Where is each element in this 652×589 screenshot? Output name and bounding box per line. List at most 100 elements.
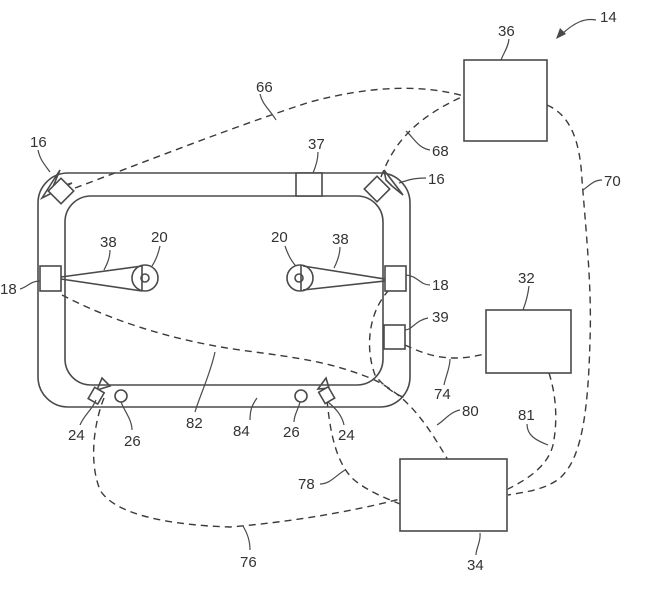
label-80: 80 <box>462 403 479 420</box>
leader-39 <box>404 317 429 331</box>
label-84: 84 <box>233 423 250 440</box>
mirror-sensor-left-body <box>47 177 75 205</box>
leader-68 <box>405 130 431 151</box>
leader-24-left <box>79 399 97 426</box>
label-18-right: 18 <box>432 277 449 294</box>
leader-20-right <box>284 245 297 267</box>
leader-74 <box>443 358 451 386</box>
label-74: 74 <box>434 386 451 403</box>
leader-16-right <box>398 177 427 184</box>
label-24-left: 24 <box>68 427 85 444</box>
lower-sensor-left <box>87 376 112 406</box>
leader-37 <box>312 151 319 174</box>
vehicle-frame <box>37 172 411 408</box>
link-81 <box>507 372 557 490</box>
label-32: 32 <box>518 270 535 287</box>
link-68 <box>380 95 465 178</box>
leader-26-right <box>293 401 301 423</box>
label-38-left: 38 <box>100 234 117 251</box>
leader-36 <box>500 38 510 61</box>
link-66 <box>74 87 465 189</box>
label-18-left: 18 <box>0 281 17 298</box>
reference-labels: 36 32 34 37 16 16 18 18 39 20 20 38 38 6… <box>0 23 621 574</box>
label-16-right: 16 <box>428 171 445 188</box>
figure-reference: 14 <box>556 9 617 39</box>
link-76 <box>92 397 401 528</box>
label-36: 36 <box>498 23 515 40</box>
label-68: 68 <box>432 143 449 160</box>
link-70 <box>507 104 592 496</box>
label-66: 66 <box>256 79 273 96</box>
controller-36 <box>463 59 548 142</box>
label-38-right: 38 <box>332 231 349 248</box>
label-26-right: 26 <box>283 424 300 441</box>
link-80 <box>61 294 449 461</box>
side-sensor-right <box>384 265 407 292</box>
leader-16-left <box>37 149 51 173</box>
figure-ref-label: 14 <box>600 9 617 26</box>
frame-inner <box>64 195 384 386</box>
wheel-assembly-right <box>286 264 386 292</box>
leader-38-left <box>103 249 111 271</box>
wheel-assembly-left <box>60 264 159 292</box>
arrow-head-icon <box>556 28 566 39</box>
label-81: 81 <box>518 407 535 424</box>
label-78: 78 <box>298 476 315 493</box>
lower-sensor-right <box>316 376 336 405</box>
lower-sensor-right-cone <box>316 376 331 390</box>
leader-82 <box>194 351 216 413</box>
leader-70 <box>582 179 603 191</box>
label-16-left: 16 <box>30 134 47 151</box>
leader-78 <box>319 469 346 485</box>
label-26-left: 26 <box>124 433 141 450</box>
controller-32 <box>485 309 572 374</box>
wheel-left-hub <box>140 273 150 283</box>
controller-34 <box>399 458 508 532</box>
roller-right <box>294 389 308 403</box>
leader-18-right <box>405 274 431 286</box>
lower-sensor-left-cone <box>95 376 112 392</box>
label-70: 70 <box>604 173 621 190</box>
label-37: 37 <box>308 136 325 153</box>
frame-outer <box>37 172 411 408</box>
wheel-right-hub <box>294 273 304 283</box>
wheel-right <box>286 264 314 292</box>
wheel-left <box>131 264 159 292</box>
label-20-left: 20 <box>151 229 168 246</box>
leader-80 <box>436 409 461 426</box>
leader-26-left <box>120 401 133 431</box>
leader-66 <box>259 93 277 121</box>
roller-left <box>114 389 128 403</box>
leader-38-right <box>333 246 341 269</box>
link-78-lower <box>326 399 401 505</box>
leader-32 <box>522 285 530 311</box>
label-76: 76 <box>240 554 257 571</box>
figure-arrow <box>561 18 597 35</box>
link-78 <box>368 289 406 399</box>
side-sensor-left <box>39 265 62 292</box>
lower-sensor-left-body <box>87 386 106 406</box>
door-sensor <box>383 324 406 350</box>
link-74 <box>404 344 487 359</box>
linkage-left <box>60 265 143 292</box>
label-20-right: 20 <box>271 229 288 246</box>
mirror-sensor-left <box>39 169 75 205</box>
leader-lines <box>19 38 603 556</box>
label-82: 82 <box>186 415 203 432</box>
linkage-right <box>302 265 386 291</box>
leader-34 <box>475 532 481 556</box>
leader-18-left <box>19 280 41 290</box>
mirror-sensor-right-body <box>363 175 391 203</box>
label-39: 39 <box>432 309 449 326</box>
label-34: 34 <box>467 557 484 574</box>
leader-24-right <box>327 401 345 426</box>
leader-20-left <box>151 245 161 267</box>
label-24-right: 24 <box>338 427 355 444</box>
leader-84 <box>249 397 258 421</box>
leader-81 <box>526 423 549 446</box>
mirror-right-icon <box>383 169 404 196</box>
lower-sensor-right-body <box>317 385 336 405</box>
mirror-sensor-right <box>363 169 404 203</box>
leader-76 <box>242 525 251 551</box>
